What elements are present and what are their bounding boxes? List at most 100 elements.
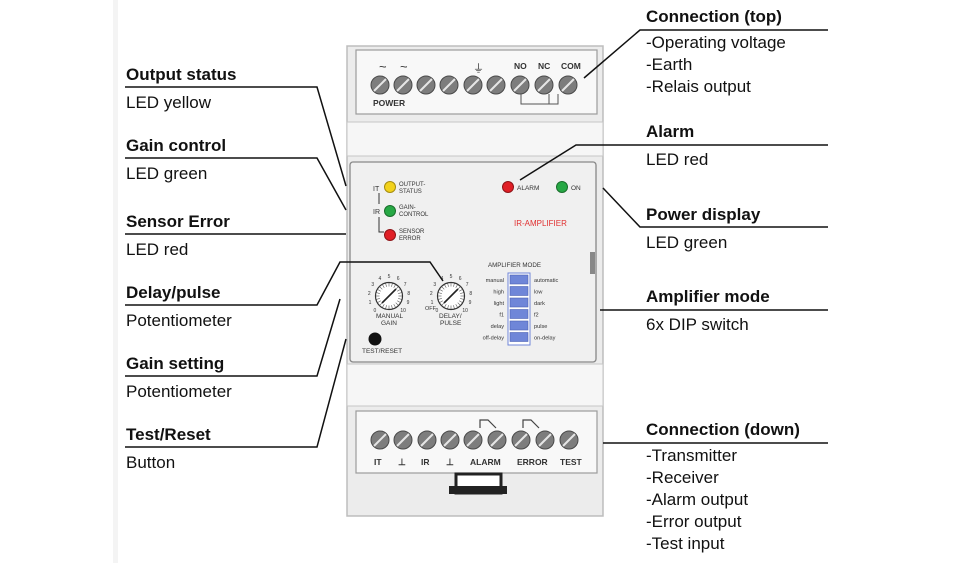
top-screw-1 (370, 75, 390, 95)
off-label: OFF (425, 306, 437, 312)
dip-switch-3[interactable] (509, 297, 529, 308)
bottom-label-ir: IR (421, 457, 430, 467)
dip-right-label: low (534, 290, 543, 296)
dip-left-label: f1 (499, 313, 504, 319)
dial-digit: 10 (400, 308, 406, 314)
callout-delay-pulse: Delay/pulse Potentiometer (126, 283, 232, 332)
callout-sensor-error-title: Sensor Error (126, 212, 230, 231)
callout-power-display: Power display LED green (646, 205, 760, 254)
leader-lines (125, 29, 828, 448)
callout-sensor-error: Sensor Error LED red (126, 212, 230, 261)
dip-switch-4[interactable] (509, 309, 529, 319)
gain-control-label-2: CONTROL (399, 212, 429, 218)
bottom-screw-3 (417, 430, 437, 450)
dip-left-label: manual (486, 278, 504, 284)
dip-left-label: delay (491, 324, 505, 330)
power-led-label: ON (571, 185, 581, 192)
dip-right-label: f2 (534, 313, 539, 319)
top-screw-5 (463, 75, 483, 95)
dial-digit: 0 (373, 308, 376, 314)
dip-left-label: light (494, 301, 505, 307)
bottom-screw-8 (535, 430, 555, 450)
callout-connection-down-title: Connection (down) (646, 420, 800, 439)
callout-test-reset: Test/Reset Button (126, 425, 211, 474)
callout-gain-setting: Gain setting Potentiometer (126, 354, 232, 403)
bottom-label-test: TEST (560, 457, 583, 467)
dial-digit: 6 (459, 276, 462, 282)
dip-switch-5[interactable] (509, 320, 529, 331)
output-status-label-1: OUTPUT- (399, 182, 425, 188)
top-screw-4 (439, 75, 459, 95)
bottom-label-it: IT (374, 457, 382, 467)
bottom-screw-1 (370, 430, 390, 450)
callout-delay-pulse-title: Delay/pulse (126, 283, 221, 302)
dial-digit: 3 (371, 282, 374, 288)
callout-connection-top-line-1: -Operating voltage (646, 33, 786, 52)
dip-switch-2[interactable] (509, 286, 529, 296)
dial-digit: 9 (469, 300, 472, 306)
dip-switch-6[interactable] (509, 332, 529, 342)
callout-gain-control-title: Gain control (126, 136, 227, 155)
dial-digit: 2 (430, 291, 433, 297)
callout-output-status-desc: LED yellow (126, 93, 212, 112)
delay-pulse-label-2: PULSE (440, 320, 462, 327)
bottom-terminal-screws (370, 430, 579, 450)
output-status-label-2: STATUS (399, 189, 422, 195)
dial-digit: 8 (469, 291, 472, 297)
dip-right-label: pulse (534, 324, 547, 330)
manual-gain-label-1: MANUAL (376, 313, 403, 320)
switch-symbols (479, 419, 540, 429)
callout-amplifier-mode: Amplifier mode 6x DIP switch (646, 287, 770, 336)
dial-digit: 2 (368, 291, 371, 297)
gain-control-label-1: GAIN- (399, 205, 416, 211)
bottom-label-alarm: ALARM (470, 457, 501, 467)
callout-amplifier-mode-title: Amplifier mode (646, 287, 770, 306)
test-reset-label: TEST/RESET (362, 348, 402, 355)
top-label-no: NO (514, 61, 527, 71)
top-terminal-screws (370, 75, 578, 95)
callout-connection-top-line-3: -Relais output (646, 77, 751, 96)
bottom-label-error: ERROR (517, 457, 548, 467)
bottom-screw-4 (440, 430, 460, 450)
callout-sensor-error-desc: LED red (126, 240, 189, 259)
bottom-label-gnd1: ⊥ (398, 457, 406, 467)
callout-connection-top-line-2: -Earth (646, 55, 693, 74)
callout-output-status-title: Output status (126, 65, 237, 84)
top-label-earth: ⏚ (473, 62, 484, 75)
relay-bracket (520, 94, 559, 105)
top-screw-8 (534, 75, 554, 95)
callout-delay-pulse-desc: Potentiometer (126, 311, 232, 330)
callout-connection-top: Connection (top) -Operating voltage -Ear… (646, 7, 786, 98)
dial-digit: 9 (407, 300, 410, 306)
dial-digit: 5 (388, 274, 391, 280)
alarm-led (502, 181, 514, 193)
callout-connection-down-line-1: -Transmitter (646, 446, 737, 465)
panel-it-label: IT (373, 186, 380, 193)
dial-digit: 5 (450, 274, 453, 280)
callout-connection-down-line-5: -Test input (646, 534, 725, 553)
callout-gain-setting-title: Gain setting (126, 354, 225, 373)
callout-amplifier-mode-desc: 6x DIP switch (646, 315, 749, 334)
dial-digit: 7 (404, 282, 407, 288)
delay-pulse-label-1: DELAY/ (439, 313, 462, 320)
gain-control-led (384, 205, 396, 217)
test-reset-button[interactable] (368, 332, 382, 346)
dip-left-label: off-delay (483, 336, 505, 342)
dip-switch-1[interactable] (509, 274, 529, 285)
top-label-com: COM (561, 61, 581, 71)
callout-power-display-title: Power display (646, 205, 761, 224)
top-screw-3 (416, 75, 436, 95)
dial-digit: 7 (466, 282, 469, 288)
sensor-error-label-1: SENSOR (399, 229, 425, 235)
power-led (556, 181, 568, 193)
callout-alarm: Alarm LED red (646, 122, 708, 171)
amplifier-mode-label: AMPLIFIER MODE (488, 262, 541, 269)
dial-digit: 8 (407, 291, 410, 297)
callout-alarm-desc: LED red (646, 150, 709, 169)
callout-connection-down-line-4: -Error output (646, 512, 742, 531)
